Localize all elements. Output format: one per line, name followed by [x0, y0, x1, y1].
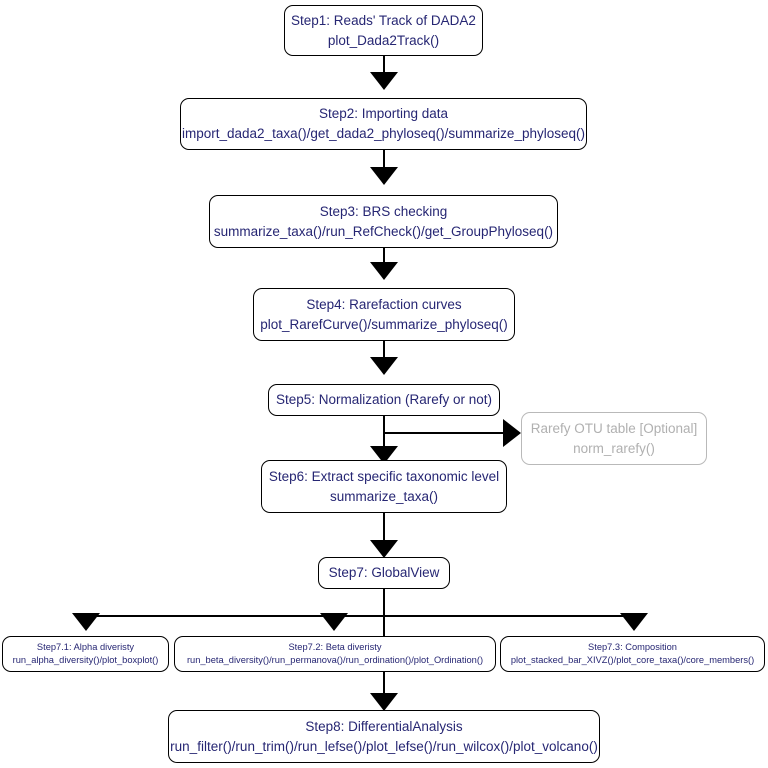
- node-step3-line1: Step3: BRS checking: [319, 203, 448, 219]
- connector-step5-step6: [383, 416, 385, 460]
- node-step6[interactable]: Step6: Extract specific taxonomic level …: [261, 460, 507, 513]
- node-optional-rarefy-line2: norm_rarefy(): [573, 440, 655, 456]
- node-step6-line2: summarize_taxa(): [329, 488, 439, 504]
- node-step7-1-line1: Step7.1: Alpha diveristy: [36, 641, 135, 652]
- node-step8-line2: run_filter()/run_trim()/run_lefse()/plot…: [170, 738, 598, 754]
- arrowhead-step7-2: [320, 613, 348, 631]
- node-step1[interactable]: Step1: Reads' Track of DADA2 plot_Dada2T…: [284, 5, 483, 56]
- node-step8-line1: Step8: DifferentialAnalysis: [305, 718, 463, 734]
- node-step2-line1: Step2: Importing data: [318, 106, 449, 122]
- node-step8[interactable]: Step8: DifferentialAnalysis run_filter()…: [168, 710, 600, 763]
- connector-step5-optional: [383, 432, 510, 434]
- connector-step6-step7: [383, 513, 385, 545]
- connector-step2-step3: [383, 150, 385, 172]
- arrowhead-step2: [370, 72, 398, 90]
- node-step7[interactable]: Step7: GlobalView: [318, 557, 450, 589]
- arrowhead-step3: [370, 167, 398, 185]
- branch-bus-step7: [85, 615, 635, 617]
- node-step7-2[interactable]: Step7.2: Beta diveristy run_beta_diversi…: [174, 636, 496, 672]
- connector-step4-step5: [383, 341, 385, 363]
- node-step2[interactable]: Step2: Importing data import_dada2_taxa(…: [180, 98, 587, 150]
- arrowhead-step7-3: [620, 613, 648, 631]
- node-step7-2-line1: Step7.2: Beta diveristy: [288, 641, 382, 652]
- arrowhead-optional-rarefy: [503, 419, 521, 447]
- arrowhead-step4: [370, 262, 398, 280]
- node-step6-line1: Step6: Extract specific taxonomic level: [268, 468, 500, 484]
- node-step7-1[interactable]: Step7.1: Alpha diveristy run_alpha_diver…: [2, 636, 169, 672]
- node-step7-3[interactable]: Step7.3: Composition plot_stacked_bar_XI…: [500, 636, 765, 672]
- node-step4-line1: Step4: Rarefaction curves: [306, 296, 462, 312]
- node-step3-line2: summarize_taxa()/run_RefCheck()/get_Grou…: [213, 223, 554, 239]
- node-step1-line1: Step1: Reads' Track of DADA2: [291, 12, 476, 28]
- node-step5-line1: Step5: Normalization (Rarefy or not): [275, 392, 493, 408]
- arrowhead-step5: [370, 357, 398, 375]
- node-step3[interactable]: Step3: BRS checking summarize_taxa()/run…: [209, 195, 558, 248]
- arrowhead-step7-1: [72, 613, 100, 631]
- node-step7-2-line2: run_beta_diversity()/run_permanova()/run…: [186, 655, 484, 665]
- node-step4[interactable]: Step4: Rarefaction curves plot_RarefCurv…: [253, 288, 515, 341]
- arrowhead-step6: [370, 446, 398, 464]
- node-step7-3-line2: plot_stacked_bar_XIVZ()/plot_core_taxa()…: [510, 655, 755, 665]
- connector-step3-step4: [383, 248, 385, 270]
- node-step4-line2: plot_RarefCurve()/summarize_phyloseq(): [260, 316, 508, 332]
- arrowhead-step8: [370, 693, 398, 711]
- node-step7-line1: Step7: GlobalView: [328, 565, 440, 581]
- node-optional-rarefy[interactable]: Rarefy OTU table [Optional] norm_rarefy(…: [521, 412, 707, 465]
- node-step1-line2: plot_Dada2Track(): [327, 32, 440, 48]
- node-step2-line2: import_dada2_taxa()/get_dada2_phyloseq()…: [182, 126, 585, 141]
- node-step7-1-line2: run_alpha_diversity()/plot_boxplot(): [12, 655, 159, 665]
- node-step5[interactable]: Step5: Normalization (Rarefy or not): [268, 384, 500, 416]
- node-optional-rarefy-line1: Rarefy OTU table [Optional]: [530, 420, 698, 436]
- node-step7-3-line1: Step7.3: Composition: [588, 641, 677, 652]
- arrowhead-step7: [370, 540, 398, 558]
- connector-step1-step2: [383, 56, 385, 78]
